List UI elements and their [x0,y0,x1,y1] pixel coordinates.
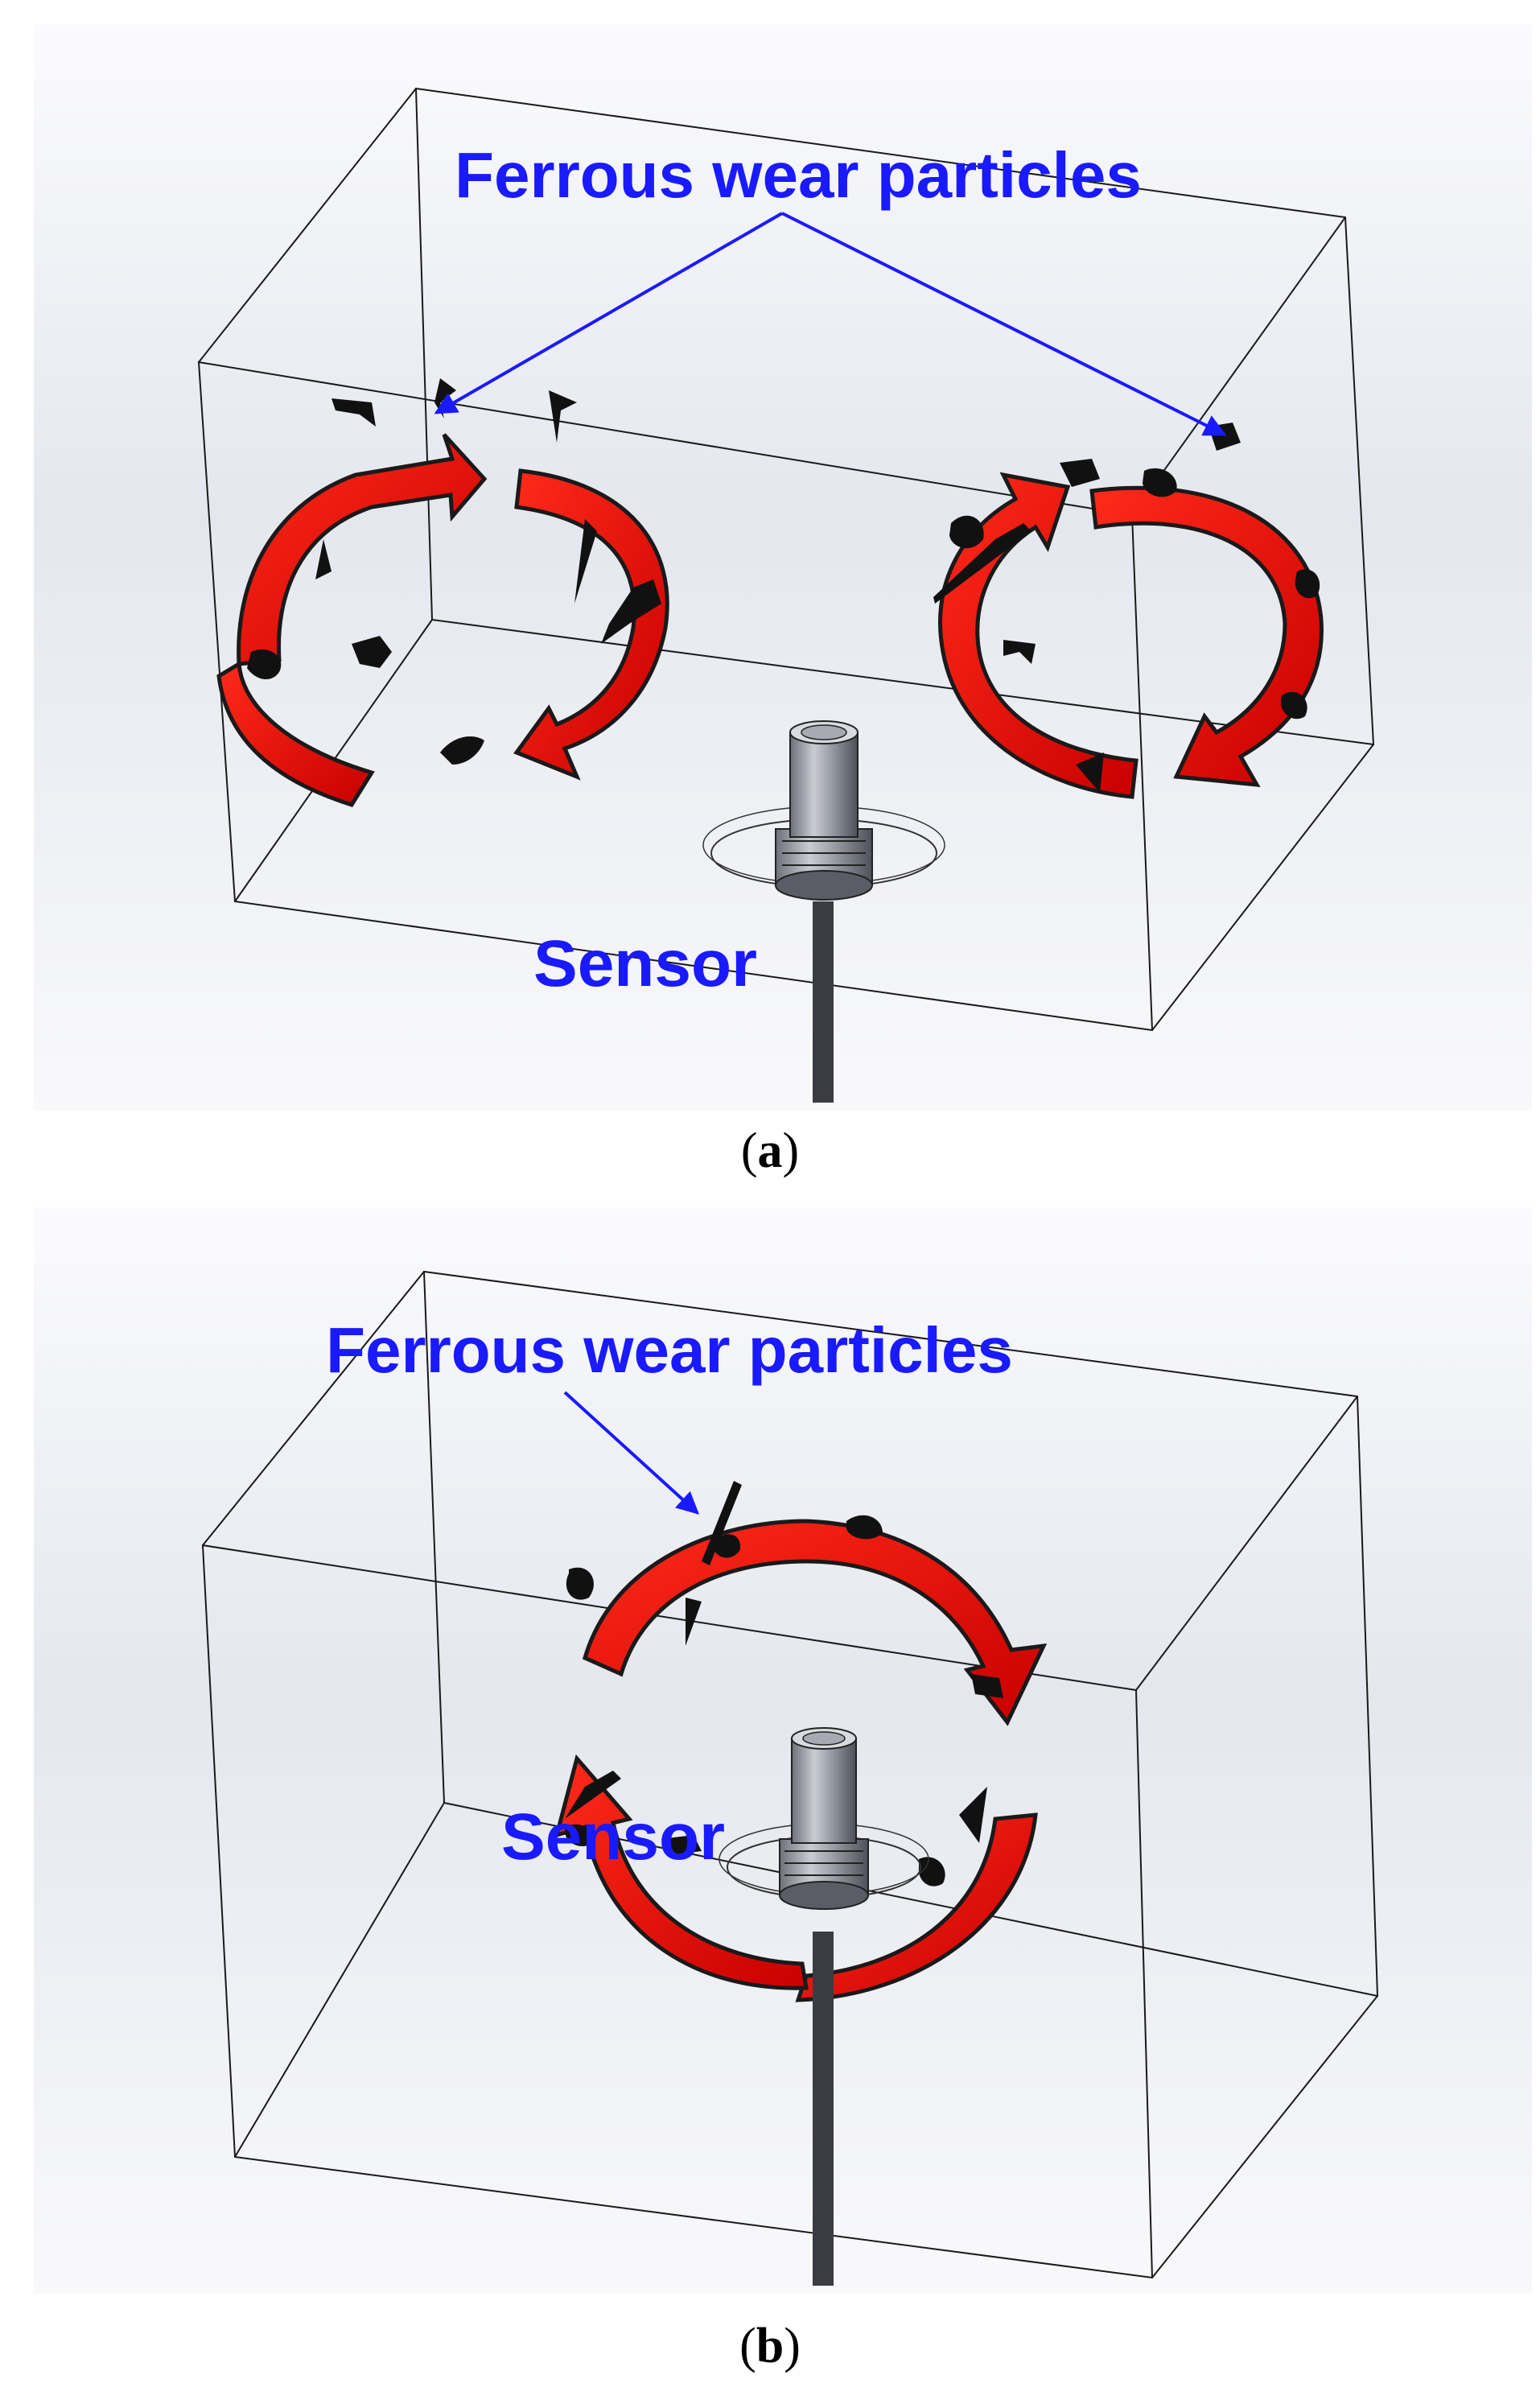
annotation-arrows [434,212,1227,436]
flow-arrow-right-vortex-right [1089,485,1324,787]
ferrous-particles [565,1481,1003,1887]
diagram-panel-b: Ferrous wear particles Sensor [34,1207,1532,2294]
panel-a-drawing: Ferrous wear particles Sensor [34,24,1532,1111]
flow-arrow-left-vortex-top [237,433,488,666]
sensor-label: Sensor [501,1800,725,1874]
caption-b: (b) [739,2319,801,2373]
flow-arrow-vortex-bottom-left [554,1754,809,1990]
particles-label: Ferrous wear particles [326,1314,1013,1386]
sensor [702,720,945,1103]
diagram-panel-a: Ferrous wear particles Sensor [34,24,1532,1111]
container-box [201,1270,1379,2279]
ferrous-particles [247,378,1320,793]
annotation-arrow [563,1391,700,1515]
panel-b-drawing: Ferrous wear particles Sensor [34,1207,1532,2294]
caption-b-label: b [756,2319,784,2373]
flow-arrow-left-vortex-bottom [216,660,375,807]
flow-arrow-left-vortex-right [513,468,669,781]
particles-label: Ferrous wear particles [455,139,1142,211]
caption-a: (a) [740,1124,800,1178]
sensor [719,1727,929,2286]
sensor-label: Sensor [533,927,757,1000]
caption-a-label: a [757,1124,783,1178]
background [34,1207,1532,2294]
